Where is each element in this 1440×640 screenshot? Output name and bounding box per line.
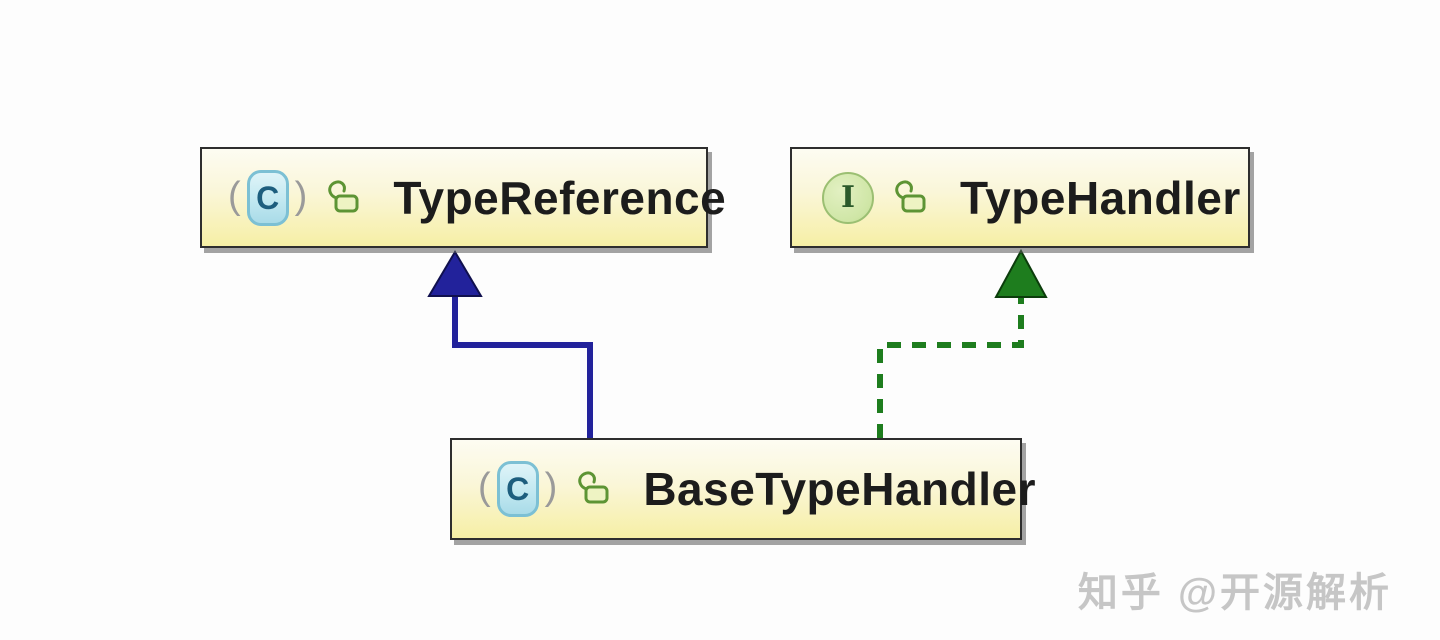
public-lock-icon xyxy=(575,470,609,508)
extends-edge-line xyxy=(452,296,593,440)
class-badge-icon: C xyxy=(496,461,539,517)
public-lock-icon xyxy=(325,179,359,217)
node-label: TypeReference xyxy=(393,171,727,224)
class-node-typereference[interactable]: ( C ) TypeReference xyxy=(200,147,726,248)
node-label: BaseTypeHandler xyxy=(643,463,1036,515)
paren-close: ) xyxy=(544,466,558,508)
interface-badge-icon: I xyxy=(822,171,874,224)
extends-arrowhead-icon xyxy=(427,250,483,297)
node-label: TypeHandler xyxy=(960,171,1241,224)
paren-close: ) xyxy=(294,174,308,217)
class-badge-icon: C xyxy=(246,169,289,226)
class-node-basetypehandler[interactable]: ( C ) BaseTypeHandler xyxy=(450,438,1036,540)
paren-open: ( xyxy=(478,466,491,508)
paren-open: ( xyxy=(228,174,241,217)
class-icon: ( C ) xyxy=(228,169,308,226)
implements-edge-line xyxy=(877,297,1024,438)
class-icon: ( C ) xyxy=(478,461,557,517)
public-lock-icon xyxy=(892,179,926,217)
interface-node-typehandler[interactable]: I TypeHandler xyxy=(790,147,1250,248)
interface-icon: I xyxy=(822,171,874,224)
watermark: 知乎 @开源解析 xyxy=(1077,571,1392,615)
implements-arrowhead-icon xyxy=(994,248,1048,298)
